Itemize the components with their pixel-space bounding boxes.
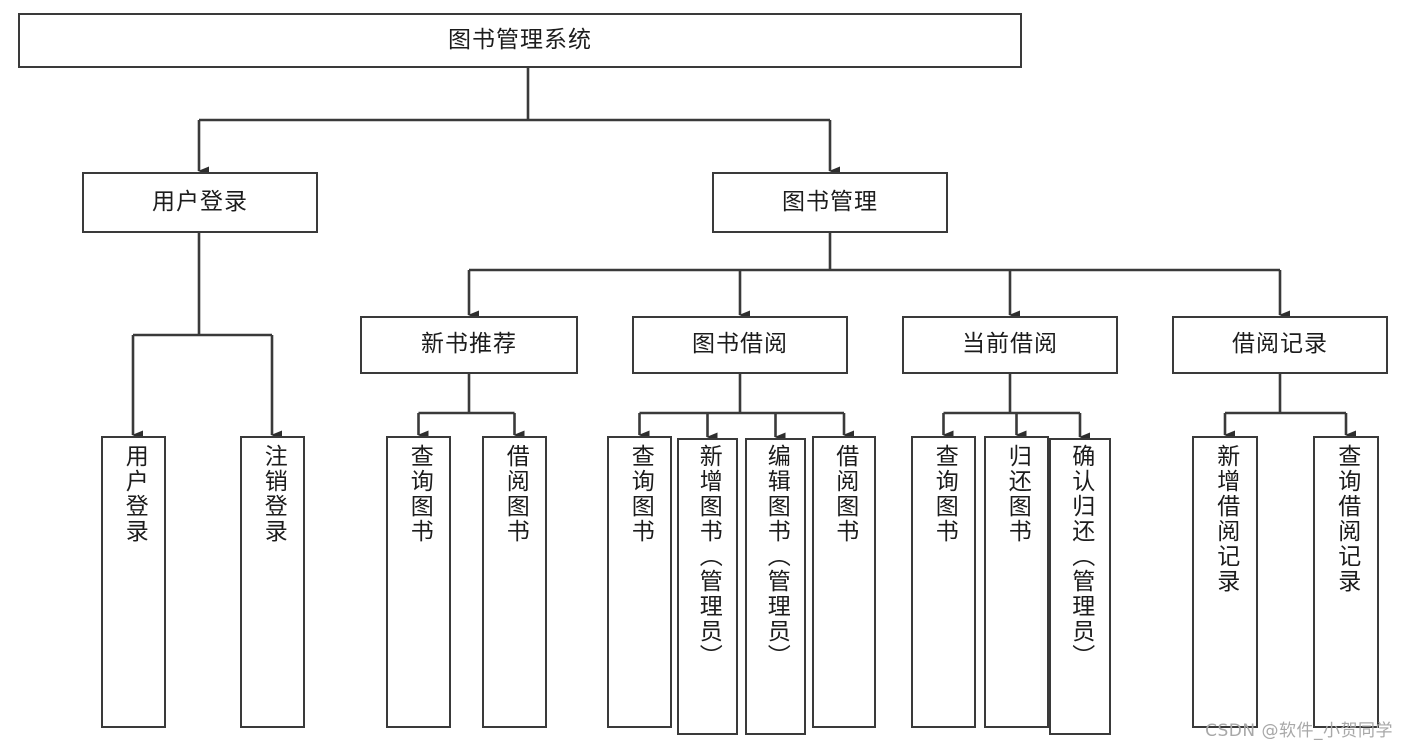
- node-borrow-record[interactable]: 借阅记录: [1172, 316, 1388, 374]
- node-label-leaf-edit-book: 编辑图书（管理员）: [763, 444, 790, 669]
- connector-lines: [131, 68, 1356, 442]
- node-leaf-query-book-2[interactable]: 查询图书: [607, 436, 672, 728]
- node-label-leaf-add-book: 新增图书（管理员）: [695, 444, 722, 669]
- node-leaf-edit-book[interactable]: 编辑图书（管理员）: [745, 438, 806, 735]
- node-book-management[interactable]: 图书管理: [712, 172, 948, 233]
- node-new-book-recommend[interactable]: 新书推荐: [360, 316, 578, 374]
- node-label-leaf-logout: 注销登录: [260, 444, 287, 544]
- node-label-new-book-recommend: 新书推荐: [421, 331, 517, 358]
- node-label-borrow-record: 借阅记录: [1232, 331, 1328, 358]
- node-leaf-return-book[interactable]: 归还图书: [984, 436, 1049, 728]
- node-leaf-query-book-3[interactable]: 查询图书: [911, 436, 976, 728]
- node-leaf-add-record[interactable]: 新增借阅记录: [1192, 436, 1258, 728]
- node-leaf-user-login[interactable]: 用户登录: [101, 436, 166, 728]
- node-leaf-borrow-book-2[interactable]: 借阅图书: [812, 436, 876, 728]
- node-label-leaf-query-book-3: 查询图书: [931, 444, 958, 544]
- node-root[interactable]: 图书管理系统: [18, 13, 1022, 68]
- node-label-leaf-borrow-book-2: 借阅图书: [831, 444, 858, 544]
- node-label-book-borrow: 图书借阅: [692, 331, 788, 358]
- node-label-leaf-return-book: 归还图书: [1004, 444, 1031, 544]
- node-leaf-logout[interactable]: 注销登录: [240, 436, 305, 728]
- node-user-login[interactable]: 用户登录: [82, 172, 318, 233]
- node-label-book-management: 图书管理: [782, 188, 878, 215]
- node-leaf-query-record[interactable]: 查询借阅记录: [1313, 436, 1379, 728]
- node-label-leaf-query-record: 查询借阅记录: [1333, 444, 1360, 594]
- node-label-leaf-user-login: 用户登录: [121, 444, 148, 544]
- node-book-borrow[interactable]: 图书借阅: [632, 316, 848, 374]
- node-label-leaf-query-book-1: 查询图书: [406, 444, 433, 544]
- node-label-leaf-add-record: 新增借阅记录: [1212, 444, 1239, 594]
- node-current-borrow[interactable]: 当前借阅: [902, 316, 1118, 374]
- node-leaf-query-book-1[interactable]: 查询图书: [386, 436, 451, 728]
- node-label-leaf-confirm-return: 确认归还（管理员）: [1067, 444, 1094, 669]
- node-label-current-borrow: 当前借阅: [962, 331, 1058, 358]
- node-label-leaf-borrow-book-1: 借阅图书: [502, 444, 529, 544]
- node-leaf-add-book[interactable]: 新增图书（管理员）: [677, 438, 738, 735]
- node-label-root: 图书管理系统: [448, 26, 592, 53]
- node-label-user-login: 用户登录: [152, 188, 248, 215]
- node-leaf-borrow-book-1[interactable]: 借阅图书: [482, 436, 547, 728]
- node-leaf-confirm-return[interactable]: 确认归还（管理员）: [1049, 438, 1111, 735]
- node-label-leaf-query-book-2: 查询图书: [627, 444, 654, 544]
